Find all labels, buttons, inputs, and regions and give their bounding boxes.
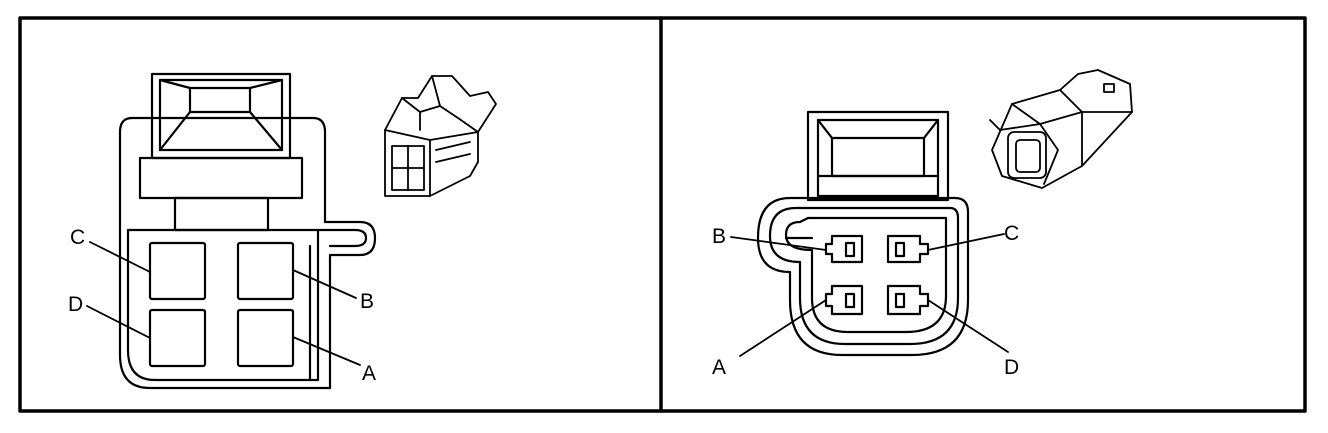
latch-inner: [158, 78, 284, 152]
right-leader-lines: [730, 233, 1009, 357]
female-connector-isometric-icon: [384, 75, 497, 197]
label-a: A: [362, 362, 376, 385]
latch-bevel-lines: [816, 118, 940, 140]
latch-body: [806, 110, 950, 202]
leader-line-a: [739, 299, 827, 357]
male-connector-isometric-icon: [989, 69, 1133, 189]
housing-ledge: [316, 228, 368, 248]
leader-line-c: [927, 233, 1005, 251]
leader-line-a: [292, 336, 361, 366]
label-d: D: [68, 293, 83, 316]
right-panel: B C A D: [712, 69, 1133, 379]
latch-body: [150, 72, 292, 160]
housing-lip: [768, 206, 960, 346]
latch-inner: [816, 118, 940, 198]
male-connector-face-view: [756, 110, 970, 357]
leader-line-d: [927, 299, 1009, 353]
label-d: D: [1004, 356, 1019, 379]
latch-neck: [173, 196, 270, 232]
label-b: B: [360, 290, 374, 313]
label-a: A: [712, 356, 726, 379]
latch-window: [188, 86, 252, 114]
left-panel: C D B A: [68, 72, 497, 390]
latch-window: [830, 136, 926, 178]
terminal-b: [824, 234, 864, 264]
terminal-c: [886, 234, 930, 264]
cavity-a: [236, 308, 295, 368]
cavity-b: [236, 241, 295, 301]
label-c: C: [1004, 222, 1019, 245]
latch-bevel-lines: [158, 78, 284, 152]
terminal-d: [886, 284, 930, 316]
latch-base: [138, 156, 304, 200]
leader-line-c: [89, 241, 151, 273]
cavity-c: [148, 241, 207, 301]
left-leader-lines: [86, 241, 361, 366]
female-connector-face-view: [118, 72, 377, 390]
terminal-a: [824, 284, 864, 316]
shroud-inner: [784, 216, 948, 334]
cavity-frame: [126, 228, 320, 382]
housing-outline: [756, 196, 970, 357]
label-b: B: [712, 225, 726, 248]
leader-line-b: [730, 236, 827, 251]
cavity-d: [148, 308, 207, 368]
label-c: C: [70, 226, 85, 249]
leader-line-b: [292, 269, 357, 299]
housing-outline: [118, 116, 377, 390]
leader-line-d: [86, 305, 151, 339]
